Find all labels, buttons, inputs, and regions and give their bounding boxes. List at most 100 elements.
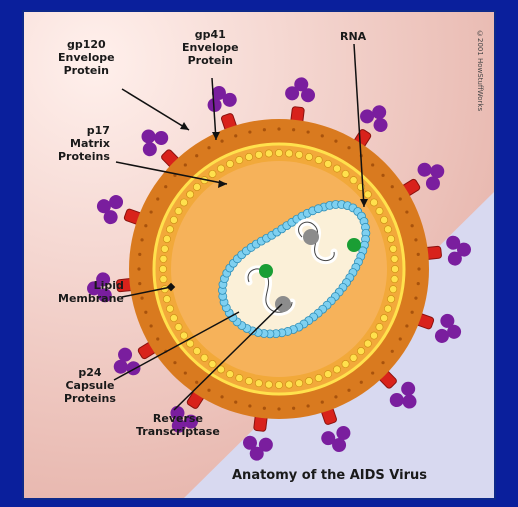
membrane-dot [195,154,198,157]
matrix-protein-dot [245,377,252,384]
membrane-dot [150,210,153,213]
membrane-dot [334,395,337,398]
matrix-protein-dot [193,183,200,190]
matrix-protein-dot [305,377,312,384]
membrane-dot [220,395,223,398]
rna-label: RNA [340,30,366,43]
membrane-dot [411,224,414,227]
matrix-protein-dot [376,323,383,330]
matrix-protein-dot [364,191,371,198]
matrix-protein-dot [370,332,377,339]
matrix-protein-dot [387,295,394,302]
membrane-dot [248,130,251,133]
membrane-dot [414,297,417,300]
matrix-protein-dot [370,199,377,206]
matrix-protein-dot [160,276,167,283]
matrix-protein-dot [384,305,391,312]
membrane-dot [417,282,420,285]
membrane-dot [391,185,394,188]
membrane-dot [195,381,198,384]
matrix-protein-dot [364,340,371,347]
matrix-protein-dot [175,323,182,330]
membrane-dot [234,134,237,137]
membrane-dot [277,127,280,130]
matrix-protein-dot [160,255,167,262]
matrix-protein-dot [390,245,397,252]
membrane-dot [234,401,237,404]
matrix-protein-dot [350,354,357,361]
matrix-protein-dot [275,149,282,156]
membrane-dot [399,197,402,200]
membrane-dot [307,130,310,133]
membrane-dot [334,140,337,143]
matrix-protein-dot [226,160,233,167]
matrix-protein-dot [217,165,224,172]
diagram-title: Anatomy of the AIDS Virus [232,468,427,483]
membrane-dot [138,282,141,285]
membrane-dot [417,253,420,256]
membrane-dot [347,146,350,149]
matrix-protein-dot [391,265,398,272]
integrase-2 [259,264,273,278]
membrane-dot [292,407,295,410]
membrane-dot [140,297,143,300]
matrix-protein-dot [324,371,331,378]
membrane-dot [207,146,210,149]
membrane-dot [156,337,159,340]
matrix-protein-dot [275,381,282,388]
reverse-transcriptase-1 [303,229,319,245]
matrix-protein-dot [286,381,293,388]
matrix-protein-dot [209,170,216,177]
membrane-dot [263,128,266,131]
membrane-dot [391,350,394,353]
matrix-protein-dot [342,170,349,177]
membrane-dot [292,128,295,131]
membrane-dot [399,337,402,340]
matrix-protein-dot [387,235,394,242]
copyright-notice: ©2001 HowStuffWorks [470,30,484,180]
matrix-protein-dot [384,226,391,233]
membrane-dot [307,404,310,407]
virus-illustration [24,12,494,498]
matrix-protein-dot [350,177,357,184]
membrane-dot [150,324,153,327]
membrane-dot [140,238,143,241]
matrix-protein-dot [255,151,262,158]
integrase-1 [347,238,361,252]
matrix-protein-dot [236,374,243,381]
matrix-protein-dot [255,380,262,387]
matrix-protein-dot [209,360,216,367]
membrane-dot [321,401,324,404]
membrane-dot [321,134,324,137]
diagram-frame: gp120EnvelopeProtein gp41EnvelopeProtein… [22,10,496,500]
membrane-dot [164,185,167,188]
matrix-protein-dot [187,191,194,198]
matrix-protein-dot [342,360,349,367]
reverse-transcriptase-label: ReverseTranscriptase [136,412,220,438]
matrix-protein-dot [180,199,187,206]
membrane-dot [371,371,374,374]
matrix-protein-dot [296,380,303,387]
matrix-protein-dot [391,255,398,262]
matrix-protein-dot [265,150,272,157]
membrane-dot [360,381,363,384]
matrix-protein-dot [381,314,388,321]
matrix-protein-dot [305,153,312,160]
membrane-dot [405,324,408,327]
membrane-dot [144,311,147,314]
matrix-protein-dot [324,160,331,167]
gp120-label: gp120EnvelopeProtein [58,38,115,77]
matrix-protein-dot [226,371,233,378]
membrane-dot [263,407,266,410]
matrix-protein-dot [315,156,322,163]
matrix-protein-dot [236,156,243,163]
membrane-dot [184,163,187,166]
membrane-dot [371,163,374,166]
membrane-dot [347,389,350,392]
matrix-protein-dot [265,381,272,388]
membrane-dot [220,140,223,143]
matrix-protein-dot [170,314,177,321]
matrix-protein-dot [286,150,293,157]
